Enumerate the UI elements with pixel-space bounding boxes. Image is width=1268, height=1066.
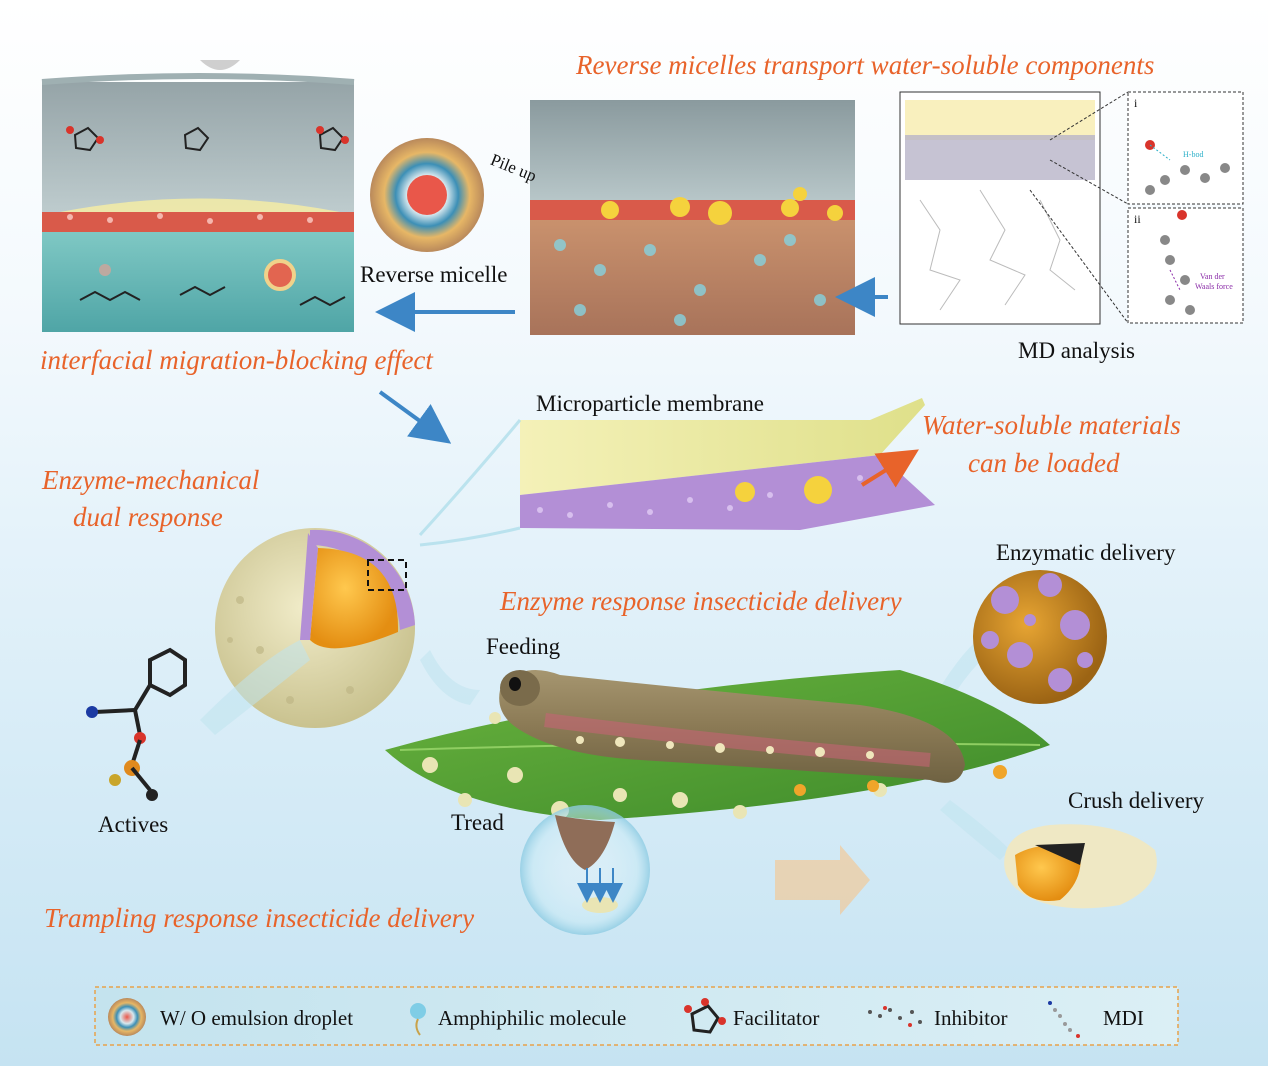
label-md-analysis: MD analysis	[1018, 338, 1135, 363]
label-md-panel-ii: ii	[1134, 212, 1141, 226]
legend-label-inhibitor: Inhibitor	[934, 1006, 1008, 1030]
heading-interfacial: interfacial migration-blocking effect	[40, 345, 433, 375]
reverse-transport-block	[530, 100, 855, 335]
label-reverse-micelle: Reverse micelle	[360, 262, 508, 287]
label-vdw-2: Waals force	[1195, 282, 1233, 291]
label-vdw-1: Van der	[1200, 272, 1225, 281]
tread-bubble-illustration	[520, 805, 650, 935]
label-feeding: Feeding	[486, 634, 561, 659]
inhibitor-icon	[868, 1006, 922, 1027]
heading-trampling: Trampling response insecticide delivery	[44, 903, 475, 933]
microparticle-membrane-illustration	[418, 398, 935, 547]
label-h-bond: H-bod	[1183, 150, 1204, 159]
label-tread: Tread	[451, 810, 504, 835]
facilitator-icon	[684, 998, 726, 1034]
mdi-icon	[1048, 1001, 1080, 1038]
label-enzymatic-delivery: Enzymatic delivery	[996, 540, 1176, 565]
migration-block-illustration	[41, 60, 355, 332]
amphiphilic-molecule-icon	[410, 1003, 426, 1036]
legend-label-amphiphilic: Amphiphilic molecule	[438, 1006, 627, 1030]
emulsion-droplet-icon	[108, 998, 146, 1036]
legend	[94, 986, 1179, 1046]
legend-label-facilitator: Facilitator	[733, 1006, 820, 1030]
label-crush-delivery: Crush delivery	[1068, 788, 1205, 813]
flow-arrows	[375, 277, 888, 444]
legend-label-emulsion: W/ O emulsion droplet	[160, 1006, 354, 1030]
md-analysis-panel	[899, 91, 1244, 325]
label-actives: Actives	[98, 812, 169, 837]
crush-delivery-illustration	[1004, 824, 1157, 909]
label-md-panel-i: i	[1134, 96, 1138, 110]
crush-direction-arrow	[775, 845, 870, 915]
heading-water-soluble-1: Water-soluble materials	[922, 410, 1181, 440]
caterpillar-illustration	[499, 670, 1007, 796]
heading-water-soluble-2: can be loaded	[968, 448, 1120, 478]
legend-label-mdi: MDI	[1103, 1006, 1144, 1030]
heading-enzyme-mech-2: dual response	[73, 502, 223, 532]
actives-molecule-illustration	[86, 647, 187, 801]
label-microparticle-membrane: Microparticle membrane	[536, 391, 764, 416]
heading-reverse-transport: Reverse micelles transport water-soluble…	[576, 50, 1155, 80]
enzymatic-delivery-sphere	[973, 570, 1107, 704]
heading-enzyme-response: Enzyme response insecticide delivery	[500, 586, 902, 616]
heading-enzyme-mech-1: Enzyme-mechanical	[42, 465, 260, 495]
